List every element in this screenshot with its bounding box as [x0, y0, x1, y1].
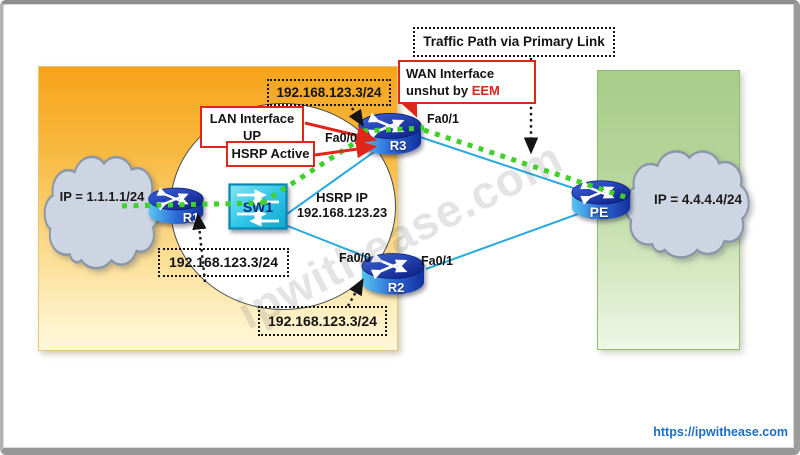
dotted-pointer-arrows [192, 58, 539, 307]
cloud-icon [43, 155, 160, 270]
link-r2-pe [425, 205, 601, 270]
wan-callout-eem-highlight: EEM [471, 83, 500, 98]
interface-label-r3-fa01: Fa0/1 [427, 112, 459, 126]
wan-callout-line2: unshut by EEM [406, 82, 528, 99]
interface-label-r3-fa00: Fa0/0 [325, 131, 357, 145]
interface-label-r2-fa00: Fa0/0 [339, 251, 371, 265]
device-label-r3: R3 [389, 138, 407, 153]
cloud-right-ip-label: IP = 4.4.4.4/24 [654, 192, 742, 207]
ip-label-r3: 192.168.123.3/24 [267, 79, 391, 106]
interface-label-r2-fa01: Fa0/1 [421, 254, 453, 268]
device-label-r2: R2 [387, 280, 405, 295]
wan-interface-callout: WAN Interface unshut by EEM [398, 60, 536, 104]
site-url-link[interactable]: https://ipwithease.com [653, 425, 788, 439]
router-icon [361, 252, 425, 295]
device-label-pe: PE [589, 204, 609, 220]
hsrp-active-callout: HSRP Active [226, 141, 315, 167]
wan-callout-line1: WAN Interface [406, 66, 495, 81]
traffic-path-callout: Traffic Path via Primary Link [413, 27, 615, 57]
ip-label-r2: 192.168.123.3/24 [258, 306, 387, 336]
cloud-left-ip-label: IP = 1.1.1.1/24 [59, 189, 145, 204]
hsrp-ip-value: 192.168.123.23 [296, 205, 388, 220]
router-icon [148, 187, 204, 225]
link-r3-pe [419, 136, 601, 198]
router-icon [571, 180, 631, 220]
cloud-icon [624, 150, 750, 259]
ip-label-r1: 192.168.123.3/24 [158, 248, 289, 277]
primary-traffic-path [121, 125, 629, 209]
hsrp-ip-title: HSRP IP [316, 190, 368, 205]
wan-callout-line2-prefix: unshut by [406, 83, 472, 98]
lan-callout-line2: UP [242, 128, 262, 143]
switch-icon [228, 183, 288, 230]
hsrp-ip-block: HSRP IP 192.168.123.23 [292, 190, 392, 220]
lan-callout-line1: LAN Interface [209, 111, 295, 126]
